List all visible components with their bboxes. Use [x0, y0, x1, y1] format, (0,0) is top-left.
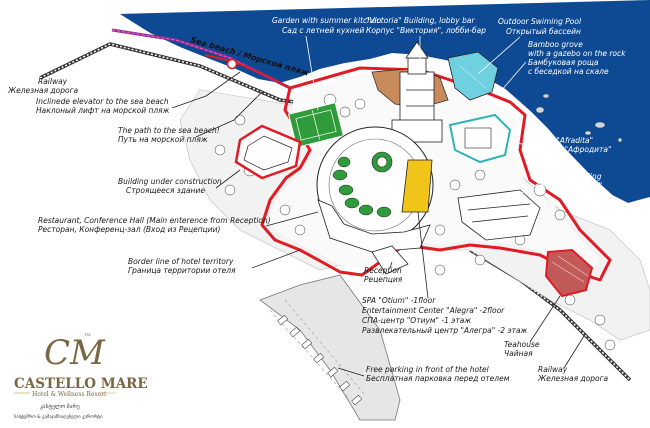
reception-wing	[371, 245, 409, 275]
label-spa: SPA "Otium" -1floor Entertainment Center…	[362, 211, 528, 335]
label-garden: Garden with summer kitchen Сад с летней …	[272, 16, 382, 111]
svg-text:The path to the sea beach!: The path to the sea beach!	[118, 126, 220, 135]
svg-text:CM: CM	[44, 333, 106, 373]
shore-line	[117, 13, 650, 206]
svg-text:Reception: Reception	[364, 266, 402, 275]
svg-text:Железная дорога: Железная дорога	[537, 374, 609, 383]
label-elevator: Inclinede elevator to the sea beach Накл…	[36, 71, 241, 115]
label-restaurant: Restaurant, Conference Hall (Main entere…	[38, 211, 319, 234]
castello-mare-logo: CM TM CASTELLO MARE Hotel & Wellness Res…	[14, 332, 148, 420]
svg-text:Бамбуковая роща: Бамбуковая роща	[528, 58, 599, 67]
label-border: Border line of hotel territory Граница т…	[128, 249, 301, 275]
label-bamboo: Bamboo grove with a gazebo on the rock Б…	[499, 40, 626, 93]
svg-text:Корпус "Виктория", лобби-бар: Корпус "Виктория", лобби-бар	[366, 26, 486, 35]
svg-text:Inclinede elevator to the sea: Inclinede elevator to the sea beach	[36, 97, 169, 106]
svg-text:Развлекательный центр "Алегра": Развлекательный центр "Алегра" -2 этаж	[362, 326, 528, 335]
svg-text:Teahouse: Teahouse	[504, 340, 540, 349]
svg-text:Garden with summer kitchen: Garden with summer kitchen	[272, 16, 382, 25]
parked-cars	[277, 314, 363, 406]
svg-text:Бесплатная парковка перед отел: Бесплатная парковка перед отелем	[366, 374, 510, 383]
parking-road	[259, 274, 401, 421]
svg-text:Building under construction: Building under construction	[118, 177, 222, 186]
label-construction: Building under construction Строящееся з…	[118, 169, 241, 195]
construction-building	[234, 124, 302, 180]
label-pool: Outdoor Swiming Pool Открытый бассейн	[477, 17, 582, 75]
svg-text:Entertainment Center "Alegra": Entertainment Center "Alegra" -2floor	[362, 306, 505, 315]
svg-text:Чайная: Чайная	[504, 349, 533, 358]
teahouse	[544, 248, 594, 298]
svg-text:Border line of hotel territory: Border line of hotel territory	[128, 257, 234, 266]
svg-text:Железная дорога: Железная дорога	[7, 86, 79, 95]
svg-text:სასტუმრო & გამაჯანსაღებელი კურ: სასტუმრო & გამაჯანსაღებელი კურორტი	[14, 413, 103, 420]
plaza-lawns	[332, 156, 392, 218]
svg-text:Путь на морской пляж: Путь на морской пляж	[118, 135, 208, 144]
svg-text:Hotel & Wellness Resort: Hotel & Wellness Resort	[32, 391, 107, 398]
hotel-border-line	[260, 66, 612, 282]
garden-lawn	[287, 102, 345, 148]
svg-text:Рецепция: Рецепция	[364, 275, 403, 284]
elevator-marker	[226, 58, 238, 70]
svg-text:Railway: Railway	[538, 365, 568, 374]
svg-text:Открытый бассейн: Открытый бассейн	[506, 27, 581, 36]
label-afrodita: Villa "Afradita" Вилла "Афродита"	[507, 136, 611, 154]
label-parking: Free parking in front of the hotel Беспл…	[337, 365, 510, 383]
svg-text:კასტელო მარე: კასტელო მარე	[40, 403, 80, 410]
svg-text:СПА-центр "Отиум" -1 этаж: СПА-центр "Отиум" -1 этаж	[362, 316, 471, 325]
svg-text:Ресторан, Конференц-зал (Вход: Ресторан, Конференц-зал (Вход из Рецепци…	[38, 225, 220, 234]
svg-text:Railway: Railway	[38, 77, 68, 86]
svg-text:Free parking in front of the h: Free parking in front of the hotel	[366, 365, 490, 374]
label-railway-right: Railway Железная дорога	[537, 335, 609, 383]
shore-rocks	[535, 93, 623, 143]
svg-text:"Victoria" Building, lobby bar: "Victoria" Building, lobby bar	[366, 16, 475, 25]
label-victoria: "Victoria" Building, lobby bar Корпус "В…	[366, 16, 486, 66]
svg-text:SPA "Otium" -1floor: SPA "Otium" -1floor	[362, 296, 436, 305]
svg-text:с беседкой на скале: с беседкой на скале	[528, 67, 609, 76]
beach-path	[204, 54, 291, 89]
svg-text:Bamboo grove: Bamboo grove	[528, 40, 583, 49]
svg-text:Outdoor Swiming Pool: Outdoor Swiming Pool	[498, 17, 582, 26]
svg-text:Вилла "Афродита": Вилла "Афродита"	[538, 145, 611, 154]
restaurant-hall	[317, 199, 431, 253]
svg-text:TM: TM	[84, 332, 91, 337]
svg-text:Граница территории отеля: Граница территории отеля	[128, 266, 236, 275]
svg-text:"Diana" Building: "Diana" Building	[540, 172, 602, 181]
label-path: The path to the sea beach! Путь на морск…	[118, 91, 263, 144]
label-reception: Reception Рецепция	[364, 261, 403, 284]
central-plaza	[316, 126, 434, 244]
sea-area	[118, 0, 650, 204]
svg-text:Корпус "Диана": Корпус "Диана"	[540, 181, 602, 190]
label-diana: "Diana" Building Корпус "Диана"	[511, 172, 602, 199]
svg-text:CASTELLO MARE: CASTELLO MARE	[14, 376, 148, 392]
svg-text:Наклоный лифт на морской пляж: Наклоный лифт на морской пляж	[36, 106, 170, 115]
svg-text:Restaurant, Conference Hall (M: Restaurant, Conference Hall (Main entere…	[38, 216, 271, 225]
svg-text:with a gazebo on the rock: with a gazebo on the rock	[528, 49, 626, 58]
svg-text:Villa "Afradita": Villa "Afradita"	[538, 136, 593, 145]
spa-building	[401, 159, 433, 213]
label-railway-left: Railway Железная дорога	[7, 77, 79, 95]
label-teahouse: Teahouse Чайная	[504, 295, 561, 358]
svg-text:Строящееся здание: Строящееся здание	[126, 186, 205, 195]
swimming-pool	[447, 51, 499, 101]
railway-track-top	[39, 42, 311, 106]
diana-building	[457, 189, 541, 241]
svg-text:Сад с летней кухней: Сад с летней кухней	[282, 26, 364, 35]
villa-afrodita	[448, 113, 512, 164]
